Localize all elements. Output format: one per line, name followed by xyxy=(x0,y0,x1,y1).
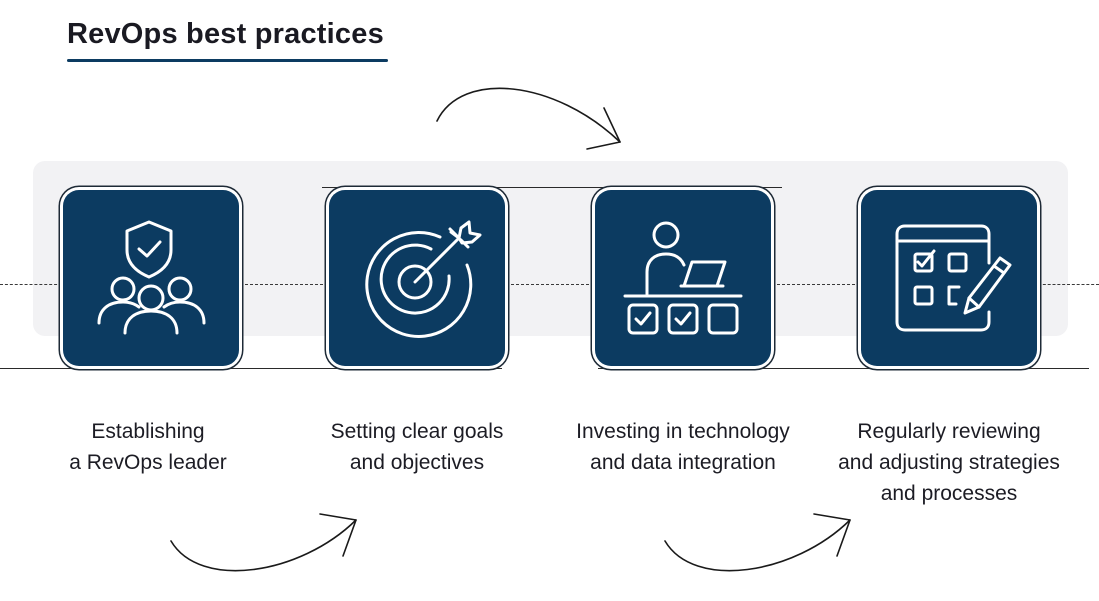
top-connector-line xyxy=(322,187,782,188)
step-label-4: Regularly reviewing and adjusting strate… xyxy=(838,420,1060,505)
person-laptop-checklist-icon xyxy=(623,221,743,335)
title-underline xyxy=(67,59,388,62)
step-label-2: Setting clear goals and objectives xyxy=(330,420,504,474)
step-label-1: Establishing a RevOps leader xyxy=(69,420,227,474)
page-title: RevOps best practices xyxy=(67,18,384,50)
checklist-pencil-icon xyxy=(895,224,1012,332)
card-step-1 xyxy=(63,190,239,366)
bottom-connector-line xyxy=(598,368,1089,369)
target-arrow-icon xyxy=(365,220,482,338)
dashed-connector xyxy=(506,284,594,285)
curved-arrow-bottom-left xyxy=(170,513,357,572)
shield-team-icon xyxy=(97,220,206,335)
bottom-connector-line xyxy=(0,368,502,369)
dashed-connector xyxy=(1038,284,1099,285)
card-step-2 xyxy=(329,190,505,366)
step-label-3: Investing in technology and data integra… xyxy=(576,420,790,474)
dashed-connector xyxy=(772,284,860,285)
card-step-3 xyxy=(595,190,771,366)
card-step-4 xyxy=(861,190,1037,366)
curved-arrow-bottom-right xyxy=(664,513,851,572)
dashed-connector xyxy=(0,284,62,285)
dashed-connector xyxy=(240,284,328,285)
curved-arrow-top xyxy=(436,87,621,150)
